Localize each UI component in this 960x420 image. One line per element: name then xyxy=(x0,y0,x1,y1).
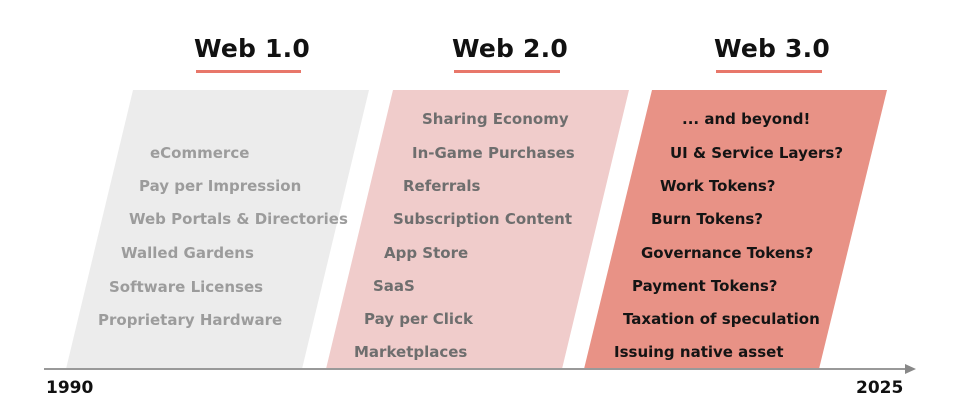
web2-underline xyxy=(454,70,560,73)
web1-underline xyxy=(196,70,301,73)
web2-item: Subscription Content xyxy=(393,210,573,228)
web3-item: Governance Tokens? xyxy=(641,244,814,262)
web3-item: Taxation of speculation xyxy=(623,310,820,328)
web2-item: Pay per Click xyxy=(364,310,473,328)
web1-item: Proprietary Hardware xyxy=(98,311,283,329)
end-year-label: 2025 xyxy=(856,378,904,398)
web3-panel xyxy=(584,90,887,369)
web1-item: Web Portals & Directories xyxy=(129,210,348,228)
web1-title: Web 1.0 xyxy=(194,34,310,63)
web2-item: Referrals xyxy=(403,177,481,195)
web3-item: Issuing native asset xyxy=(614,343,784,361)
web2-panel xyxy=(326,90,629,369)
web3-item: Work Tokens? xyxy=(660,177,776,195)
web1-item: eCommerce xyxy=(150,144,250,162)
web3-item: Burn Tokens? xyxy=(651,210,764,228)
start-year-label: 1990 xyxy=(46,378,94,398)
web1-panel xyxy=(66,90,369,369)
web2-item: Marketplaces xyxy=(354,343,468,361)
web1-item: Software Licenses xyxy=(109,278,264,296)
web3-underline xyxy=(716,70,822,73)
web3-item: ... and beyond! xyxy=(682,110,811,128)
web3-item: Payment Tokens? xyxy=(632,277,778,295)
web2-title: Web 2.0 xyxy=(452,34,568,63)
web1-item: Walled Gardens xyxy=(121,244,254,262)
web2-item: In-Game Purchases xyxy=(412,144,575,162)
web1-item: Pay per Impression xyxy=(139,177,302,195)
web3-title: Web 3.0 xyxy=(714,34,830,63)
web2-item: App Store xyxy=(384,244,469,262)
web2-item: Sharing Economy xyxy=(422,110,569,128)
web2-item: SaaS xyxy=(373,277,415,295)
web3-item: UI & Service Layers? xyxy=(670,144,844,162)
axis-arrow-icon xyxy=(905,364,916,374)
